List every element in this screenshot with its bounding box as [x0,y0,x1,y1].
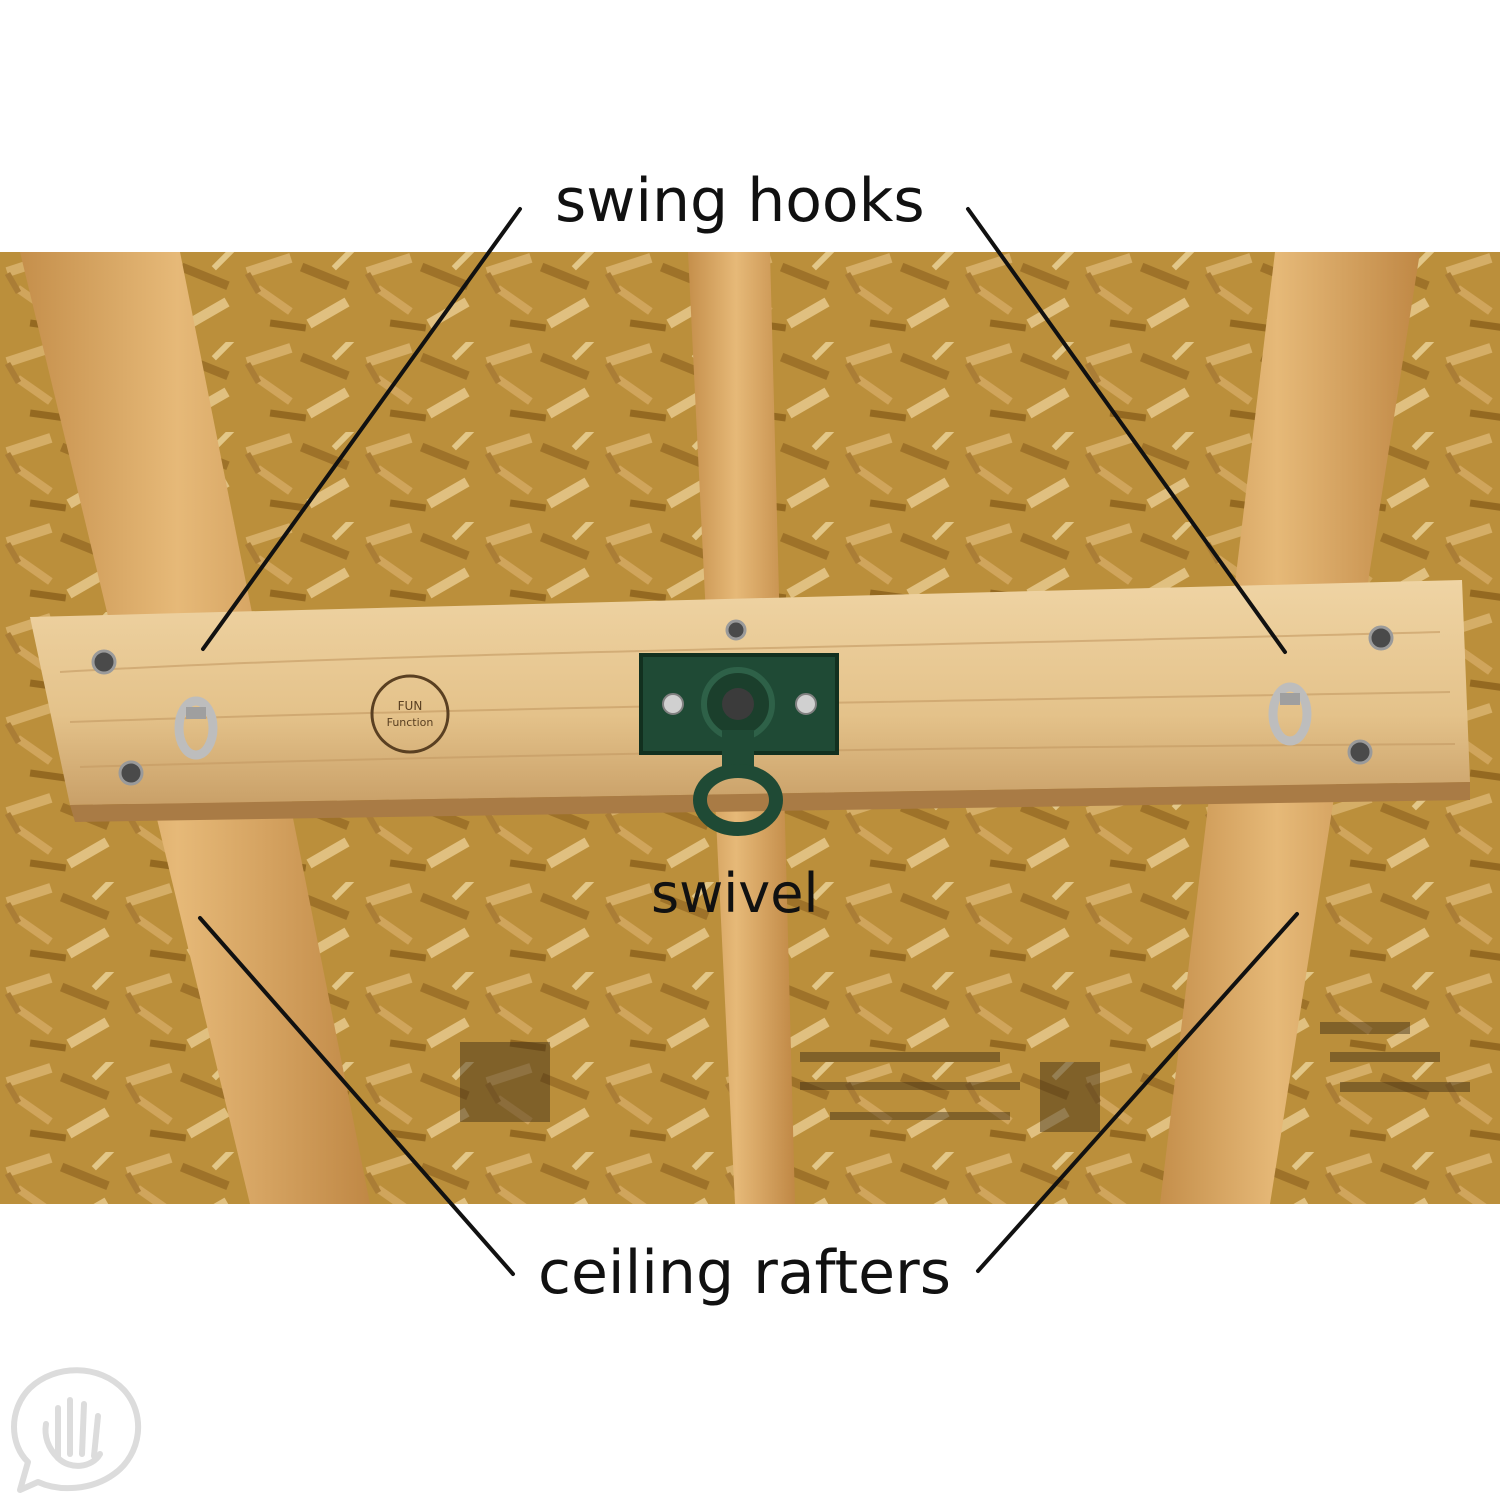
ceiling-rafters-label: ceiling rafters [538,1238,951,1308]
swing-hook-right [1268,682,1312,746]
lag-bolts [91,619,1394,786]
swing-hook-left [174,696,218,760]
swivel-assembly [639,653,839,836]
swivel-label: swivel [651,862,819,925]
board-logo-line2: Function [387,716,434,729]
board-logo-line1: FUN [398,699,423,713]
board-brand-stamp: FUN Function [370,674,450,754]
ceiling-photo: FUN Function [0,252,1500,1204]
hand-logo-icon [11,1367,142,1493]
swing-hooks-label: swing hooks [555,166,925,236]
